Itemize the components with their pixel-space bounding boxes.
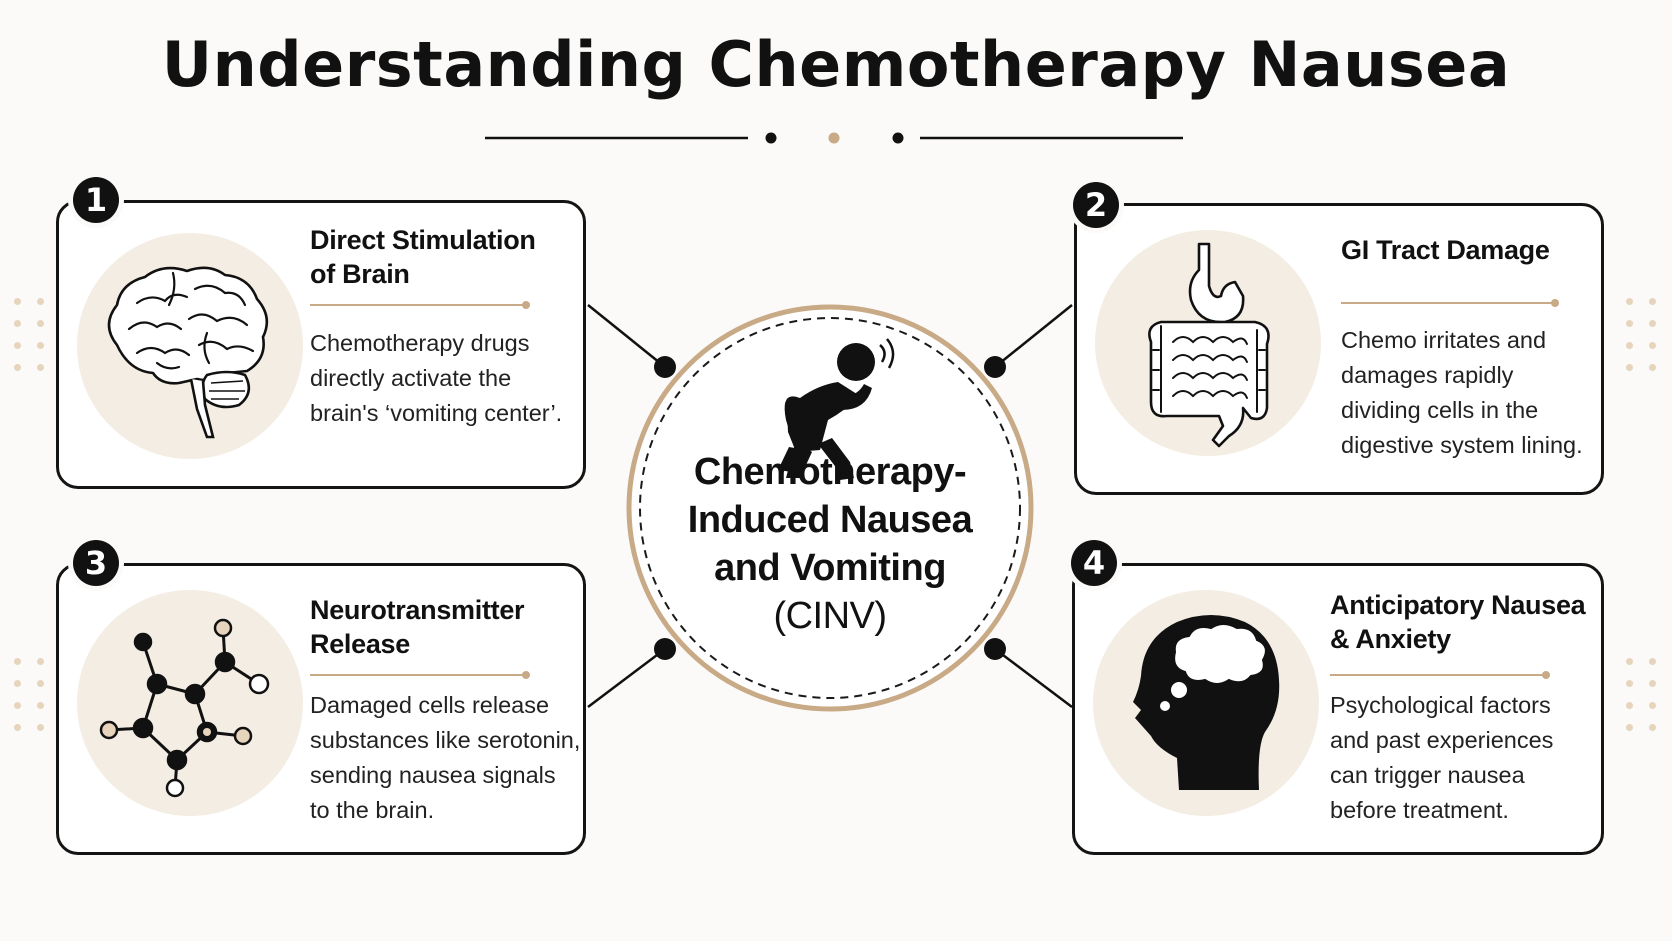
card-body-line: Chemotherapy drugs — [310, 330, 530, 356]
card-rule — [1330, 671, 1550, 679]
card-number-badge: 4 — [1071, 540, 1117, 586]
card-body-line: Chemo irritates and — [1341, 327, 1547, 353]
decorative-dots-left-top — [14, 298, 46, 371]
card-body: Chemotherapy drugs directly activate the… — [310, 326, 562, 431]
card-rule — [310, 301, 530, 309]
center-label-line: and Vomiting — [714, 547, 946, 589]
center-label: Chemotherapy- Induced Nausea and Vomitin… — [665, 448, 995, 640]
card-body-line: substances like serotonin, — [310, 727, 581, 753]
connector-lines — [587, 304, 1073, 708]
head-thought-bubble-icon — [1133, 615, 1280, 790]
person-nauseous-icon — [778, 343, 875, 480]
decorative-dots-left-bottom — [14, 658, 46, 731]
card-title: Direct Stimulation of Brain — [310, 223, 536, 291]
card-body-line: Damaged cells release — [310, 692, 550, 718]
card-body-line: before treatment. — [1330, 797, 1509, 823]
card-direct-stimulation: 1 Direct Stimulation of Brain Chemothera… — [56, 177, 586, 489]
card-body-line: directly activate the — [310, 365, 512, 391]
center-label-acronym: (CINV) — [773, 595, 887, 637]
card-body-line: dividing cells in the — [1341, 397, 1539, 423]
card-number-badge: 1 — [73, 177, 119, 223]
decorative-dots-right-bottom — [1626, 658, 1658, 731]
card-icon-circle — [1093, 590, 1319, 816]
card-neurotransmitter-release: 3 Neurotransmitter Release Damaged cells… — [56, 540, 586, 855]
card-title-line: Anticipatory Nausea — [1330, 590, 1586, 620]
connector-node — [654, 638, 676, 660]
card-gi-tract-damage: 2 GI Tract Damage Chemo irritates and da… — [1073, 182, 1604, 495]
card-body-line: can trigger nausea — [1330, 762, 1525, 788]
card-title-line: of Brain — [310, 259, 410, 289]
card-title-line: Release — [310, 629, 410, 659]
card-body-line: Psychological factors — [1330, 692, 1551, 718]
card-body-line: to the brain. — [310, 797, 435, 823]
digestive-tract-icon — [1148, 242, 1270, 448]
card-body-line: and past experiences — [1330, 727, 1554, 753]
decorative-dots-right-top — [1626, 298, 1658, 371]
card-body-line: brain's ‘vomiting center’. — [310, 400, 563, 426]
card-anticipatory-nausea: 4 Anticipatory Nausea & Anxiety Psycholo… — [1071, 540, 1604, 855]
card-body-line: sending nausea signals — [310, 762, 556, 788]
center-dashed-ring — [639, 317, 1021, 699]
card-title-line: Direct Stimulation — [310, 225, 536, 255]
card-title: Anticipatory Nausea & Anxiety — [1330, 588, 1586, 656]
card-title: GI Tract Damage — [1341, 233, 1550, 267]
card-body: Chemo irritates and damages rapidly divi… — [1341, 323, 1583, 463]
card-title: Neurotransmitter Release — [310, 593, 525, 661]
brain-icon — [107, 266, 269, 439]
card-title-line: & Anxiety — [1330, 624, 1451, 654]
card-icon-circle — [1095, 230, 1321, 456]
connector-node — [984, 356, 1006, 378]
page-title: Understanding Chemotherapy Nausea — [161, 28, 1511, 101]
center-label-line: Chemotherapy- — [693, 451, 967, 493]
card-icon-circle — [77, 590, 303, 816]
molecule-icon — [99, 618, 270, 798]
card-title-line: Neurotransmitter — [310, 595, 525, 625]
card-title-line: GI Tract Damage — [1341, 235, 1550, 265]
card-rule — [310, 671, 530, 679]
card-body-line: damages rapidly — [1341, 362, 1514, 388]
center-outer-ring — [626, 304, 1034, 712]
card-body: Damaged cells release substances like se… — [310, 688, 580, 828]
card-icon-circle — [77, 233, 303, 459]
card-body: Psychological factors and past experienc… — [1330, 688, 1553, 828]
card-body-line: digestive system lining. — [1341, 432, 1583, 458]
card-rule — [1341, 299, 1559, 307]
connector-node — [654, 356, 676, 378]
card-number-badge: 2 — [1073, 182, 1119, 228]
center-label-line: Induced Nausea — [687, 499, 973, 541]
card-number-badge: 3 — [73, 540, 119, 586]
connector-node — [984, 638, 1006, 660]
